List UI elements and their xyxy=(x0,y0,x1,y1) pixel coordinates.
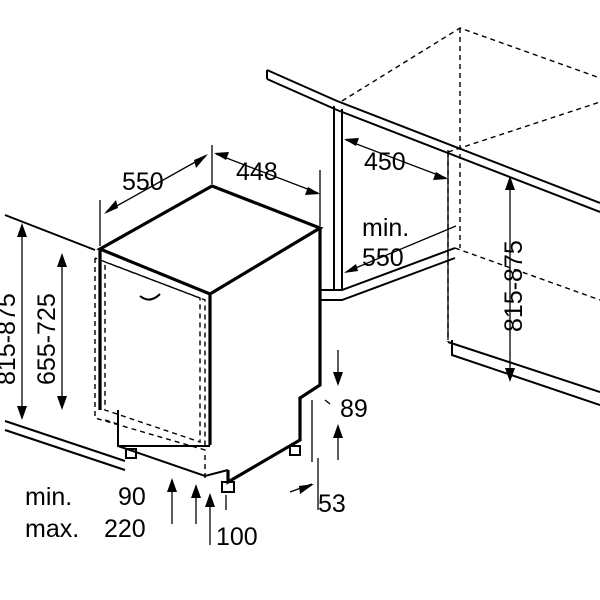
label-min: min. xyxy=(25,483,72,511)
label-min-value: 90 xyxy=(118,483,146,511)
floor-line xyxy=(4,214,126,471)
label-max-value: 220 xyxy=(104,515,146,543)
niche-cabinet xyxy=(266,27,600,406)
label-width: 550 xyxy=(122,168,164,196)
label-niche-depth: 450 xyxy=(364,148,406,176)
dishwasher-body xyxy=(94,184,324,493)
label-plinth-89: 89 xyxy=(340,395,368,423)
label-max: max. xyxy=(25,515,79,543)
dimension-lines xyxy=(17,138,515,545)
label-height-total: 815-875 xyxy=(0,293,21,385)
label-plinth-53: 53 xyxy=(318,490,346,518)
label-height-door: 655-725 xyxy=(33,293,61,385)
label-niche-min-value: 550 xyxy=(362,244,404,272)
label-depth-top: 448 xyxy=(236,158,278,186)
label-niche-height: 815-875 xyxy=(500,240,528,332)
label-niche-min: min. xyxy=(362,214,409,242)
label-depth-100: 100 xyxy=(216,523,258,551)
